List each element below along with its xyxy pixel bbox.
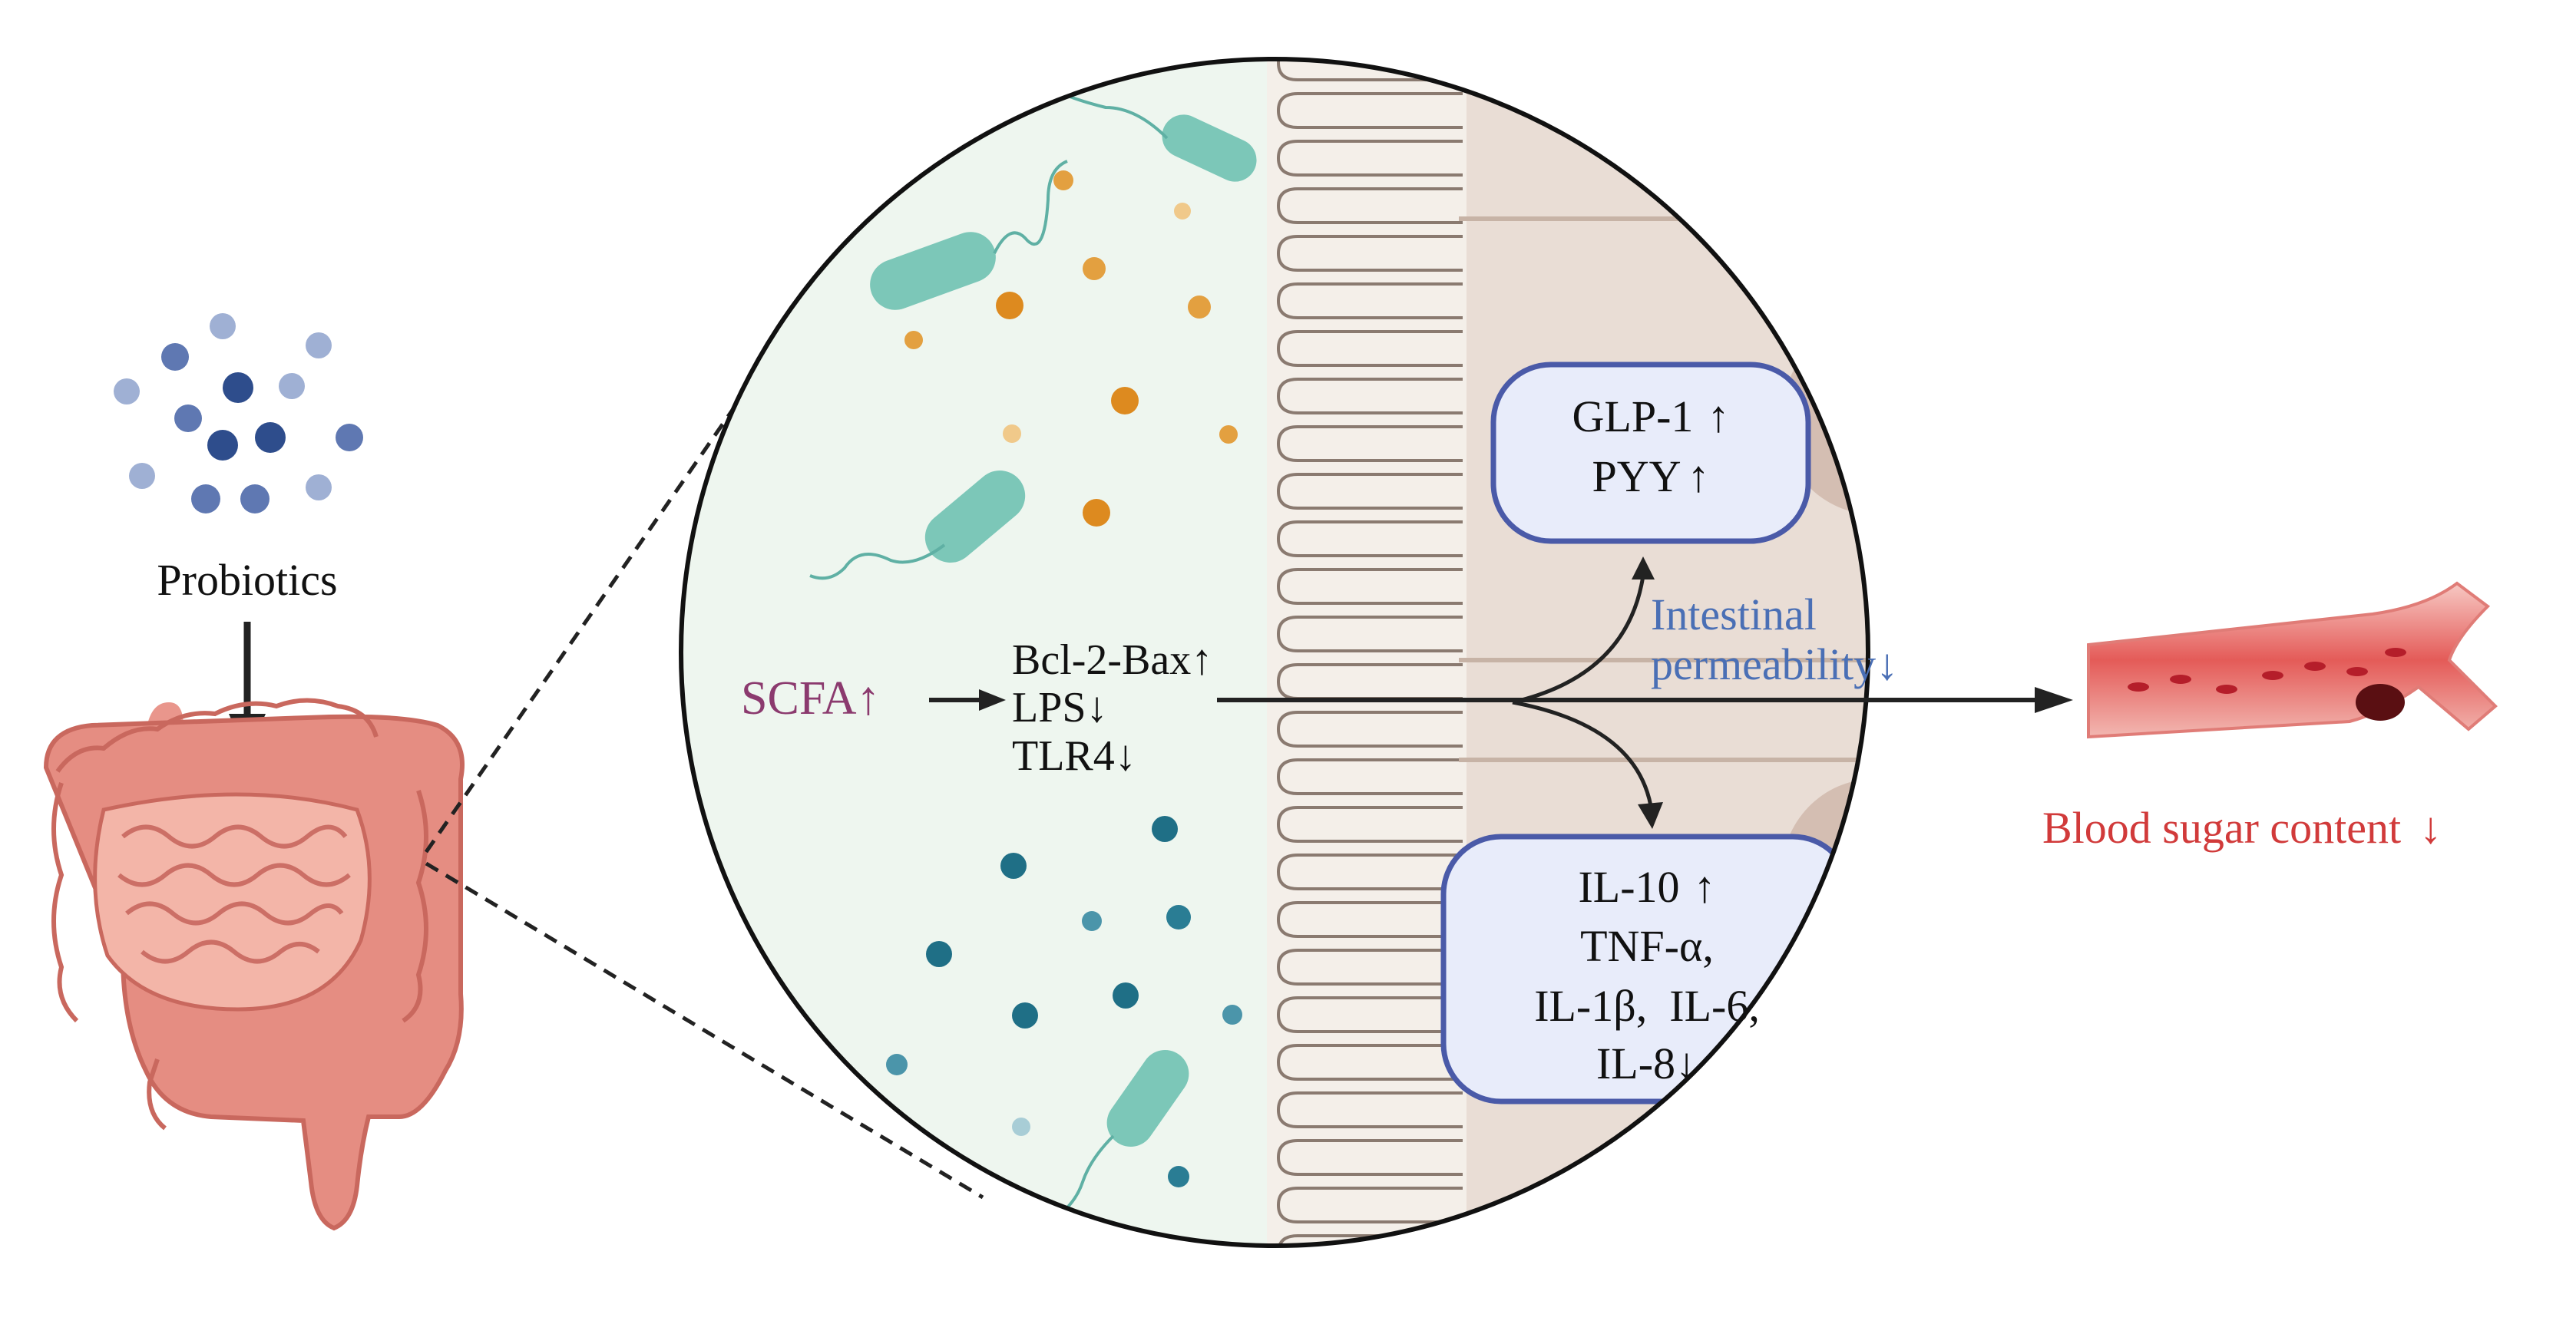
lps-label: LPS [1012,684,1086,731]
bcl-bax-arrow: ↑ [1191,636,1212,684]
villus [1276,92,1463,129]
zoom-line-bottom [425,861,984,1200]
villus [1276,949,1463,986]
villus [1276,1091,1463,1128]
villus [1276,711,1463,748]
zoom-circle-outline [679,57,1870,1248]
probiotics-label: Probiotics [157,555,337,605]
scfa-particles [904,170,1238,527]
arrow-to-il10 [1512,700,1653,807]
probiotic-dots-icon [114,313,363,513]
intestinal-label: Intestinal [1651,589,1817,639]
villus [1276,1187,1463,1223]
svg-text:Bcl-2-Bax↑: Bcl-2-Bax↑ [1012,636,1212,684]
pyy-arrow: ↑ [1688,451,1710,501]
tlr4-arrow: ↓ [1115,732,1136,780]
arrow-to-glp1 [1512,575,1645,705]
svg-text:Blood sugar content↓: Blood sugar content ↓ [2042,803,2442,853]
villus [1276,330,1463,367]
villus [1276,378,1463,414]
svg-text:IL-10↑: IL-10 ↑ [1578,862,1715,912]
villus [1276,235,1463,272]
blood-sugar-label: Blood sugar content [2042,803,2401,853]
permeability-label: permeability [1651,639,1876,689]
villus [1276,854,1463,890]
il10-label: IL-10 [1578,862,1679,912]
lps-particles [886,816,1242,1187]
pyy-label: PYY [1592,451,1681,501]
villus [1276,758,1463,795]
villus [1276,996,1463,1033]
il8-label: IL-8↓ [1596,1038,1698,1088]
villus [1276,616,1463,652]
zoom-circle [681,59,1868,1246]
villus [1276,1234,1463,1246]
intestine-icon [43,698,465,1231]
svg-text:LPS↓: LPS↓ [1012,684,1108,731]
main-arrow-head [2035,687,2073,713]
villus [1276,187,1463,224]
permeability-arrow: ↓ [1876,639,1898,689]
svg-text:GLP-1↑: GLP-1 ↑ [1572,391,1730,441]
tlr4-label: TLR4 [1012,732,1115,780]
glp1-arrow: ↑ [1707,391,1729,441]
villus [1276,806,1463,843]
svg-text:PYY↑: PYY↑ [1592,451,1709,501]
intestinal-villi [1276,59,1463,1246]
villus [1276,59,1463,81]
villus [1276,140,1463,177]
svg-text:permeability↓: permeability↓ [1651,639,1898,689]
villus [1276,663,1463,700]
villus [1276,1139,1463,1176]
tnf-label: TNF-α, [1580,921,1714,971]
il1b-il6-label: IL-1β, IL-6, [1534,981,1760,1031]
villus [1276,568,1463,605]
villus [1276,282,1463,319]
svg-text:SCFA↑: SCFA↑ [741,672,881,725]
villus [1276,1044,1463,1081]
il10-arrow: ↑ [1694,862,1716,912]
villus [1276,473,1463,510]
scfa-label: SCFA [741,672,857,725]
bcl-bax-label: Bcl-2-Bax [1012,636,1191,684]
lps-arrow: ↓ [1086,684,1108,731]
villus [1276,520,1463,557]
scfa-up-arrow: ↑ [857,672,881,725]
glp1-label: GLP-1 [1572,391,1694,441]
blood-vessel-icon [2087,581,2498,739]
glp1-pyy-box [1490,362,1811,544]
villus [1276,901,1463,938]
blood-sugar-arrow: ↓ [2419,803,2442,853]
zoom-line-top [424,263,835,854]
villus [1276,425,1463,462]
svg-text:TLR4↓: TLR4↓ [1012,732,1136,780]
